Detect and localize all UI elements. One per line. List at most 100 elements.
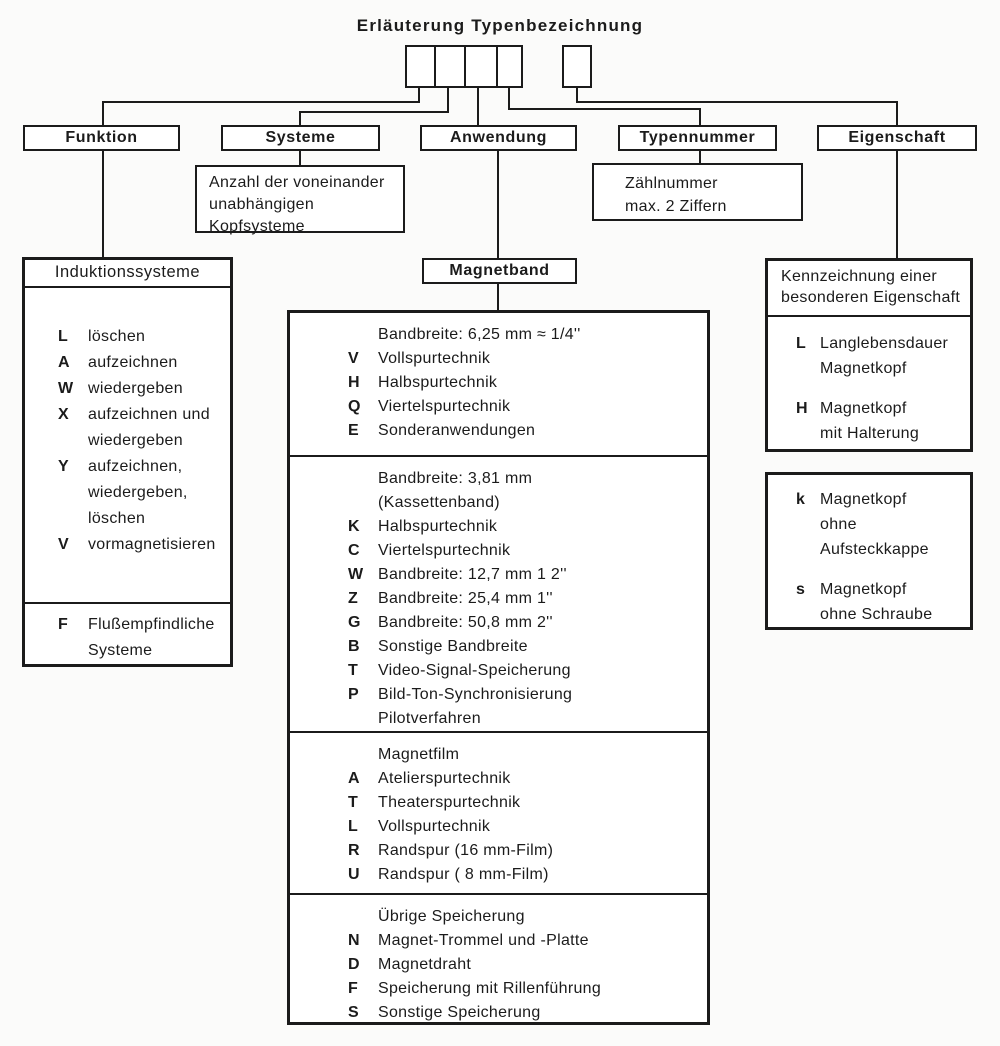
item-label: aufzeichnen <box>88 354 178 371</box>
item-code: C <box>348 542 360 559</box>
code-item: A Atelierspurtechnik <box>348 767 703 791</box>
eigenschaft-detail-box-1: Kennzeichnung einer besonderen Eigenscha… <box>765 258 973 452</box>
diagram-title: Erläuterung Typenbezeichnung <box>356 16 644 35</box>
code-item: N Magnet-Trommel und -Platte <box>348 929 703 953</box>
item-label: löschen <box>88 328 146 345</box>
connector-line <box>102 101 104 127</box>
item-label: Halbspurtechnik <box>378 374 498 391</box>
item-label: Halbspurtechnik <box>378 518 498 535</box>
item-code: L <box>58 328 69 345</box>
item-code: A <box>348 770 360 787</box>
item-code: L <box>348 818 359 835</box>
item-label: Bandbreite: 50,8 mm 2'' <box>378 614 553 631</box>
item-code: F <box>348 980 359 997</box>
item-code: T <box>348 662 359 679</box>
connector-line <box>699 149 701 165</box>
item-label: Viertelspurtechnik <box>378 398 511 415</box>
item-code: P <box>348 686 359 703</box>
connector-line <box>447 86 449 113</box>
item-label: Magnetkopf mit Halterung <box>820 400 920 442</box>
item-label: Viertelspurtechnik <box>378 542 511 559</box>
connector-line <box>576 86 578 103</box>
item-label: Langlebensdauer Magnetkopf <box>820 335 949 377</box>
connector-line <box>699 108 701 127</box>
connector-line <box>497 149 499 260</box>
item-label: Bandbreite: 25,4 mm 1'' <box>378 590 553 607</box>
item-code: B <box>348 638 360 655</box>
connector-line <box>477 86 479 127</box>
item-code: G <box>348 614 361 631</box>
item-code: H <box>796 400 808 417</box>
code-item: k Magnetkopf ohne Aufsteckkappe <box>796 487 966 562</box>
item-label: Atelierspurtechnik <box>378 770 511 787</box>
category-systeme: Systeme <box>221 125 380 151</box>
item-code: T <box>348 794 359 811</box>
item-label: aufzeichnen und wiedergeben <box>88 406 210 449</box>
item-code: N <box>348 932 360 949</box>
code-item: H Magnetkopf mit Halterung <box>796 396 966 446</box>
item-label: Sonstige Speicherung <box>378 1004 541 1021</box>
connector-line <box>508 86 510 110</box>
item-label: Magnetkopf ohne Aufsteckkappe <box>820 491 929 558</box>
section-heading: Magnetfilm <box>378 746 460 763</box>
item-code: V <box>58 536 69 553</box>
item-code: D <box>348 956 360 973</box>
connector-line <box>102 149 104 259</box>
connector-line <box>102 101 420 103</box>
code-item: L Vollspurtechnik <box>348 815 703 839</box>
cell-divider <box>496 47 498 86</box>
note-typennummer: Zählnummer max. 2 Ziffern <box>592 163 803 221</box>
item-code: R <box>348 842 360 859</box>
item-code: Y <box>58 458 69 475</box>
type-code-cell-single <box>562 45 592 88</box>
item-label: Theaterspurtechnik <box>378 794 521 811</box>
item-code: K <box>348 518 360 535</box>
section-heading: Bandbreite: 3,81 mm (Kassettenband) <box>378 470 533 511</box>
item-label: Magnet-Trommel und -Platte <box>378 932 589 949</box>
item-code: A <box>58 354 70 371</box>
item-label: Vollspurtechnik <box>378 818 491 835</box>
category-typennummer: Typennummer <box>618 125 777 151</box>
type-code-cell-group <box>405 45 523 88</box>
item-label: Vollspurtechnik <box>378 350 491 367</box>
connector-line <box>576 101 898 103</box>
item-label: Speicherung mit Rillenführung <box>378 980 602 997</box>
connector-line <box>418 86 420 103</box>
code-item: K Halbspurtechnik <box>348 515 703 539</box>
code-item: F Speicherung mit Rillenführung <box>348 977 703 1001</box>
category-anwendung: Anwendung <box>420 125 577 151</box>
item-code: X <box>58 406 69 423</box>
funktion-detail-header: Induktionssysteme <box>25 260 230 288</box>
category-funktion: Funktion <box>23 125 180 151</box>
eigenschaft-detail-header: Kennzeichnung einer besonderen Eigenscha… <box>768 261 970 317</box>
item-code: k <box>796 491 806 508</box>
section-heading: Übrige Speicherung <box>378 908 525 925</box>
